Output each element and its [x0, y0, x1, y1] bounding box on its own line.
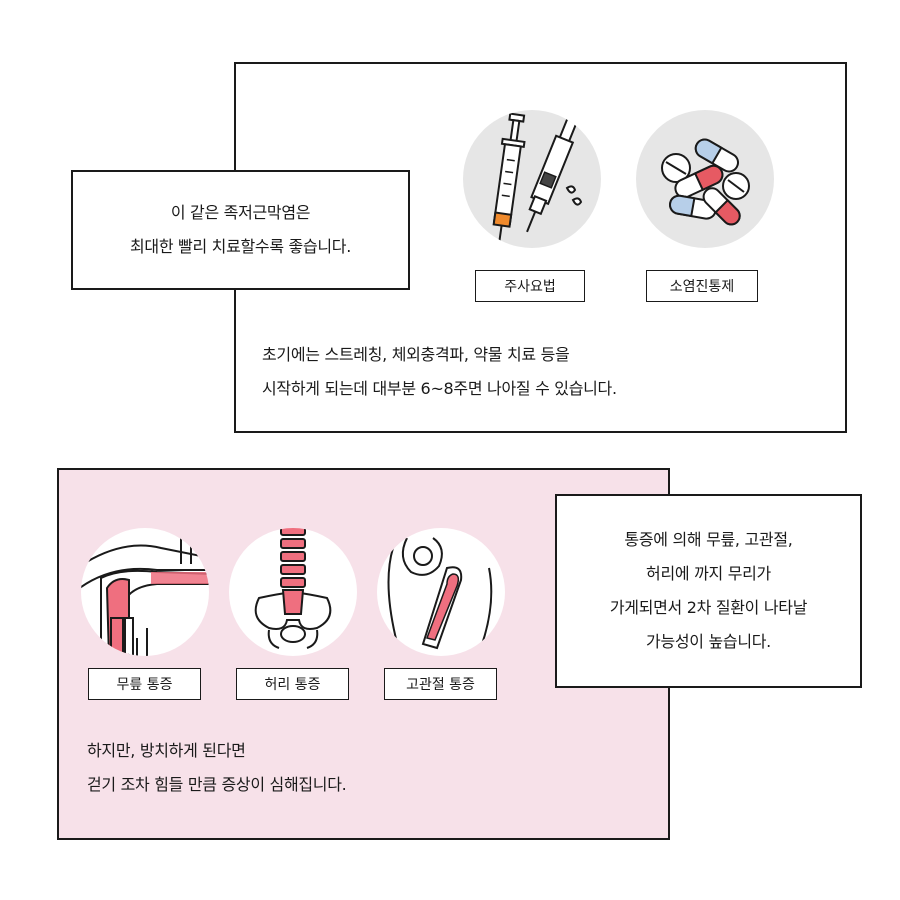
treatment-label-injection: 주사요법	[475, 270, 585, 302]
callout-line: 가능성이 높습니다.	[646, 632, 771, 651]
pills-icon	[661, 138, 750, 226]
pain-label-back: 허리 통증	[236, 668, 349, 700]
secondary-disease-callout: 통증에 의해 무릎, 고관절, 허리에 까지 무리가 가게되면서 2차 질환이 …	[555, 494, 862, 688]
pain-label-hip: 고관절 통증	[384, 668, 497, 700]
early-treatment-callout: 이 같은 족저근막염은 최대한 빨리 치료할수록 좋습니다.	[71, 170, 410, 290]
syringe-icon	[492, 110, 583, 248]
pills-illustration	[636, 110, 774, 248]
knee-icon	[81, 532, 209, 656]
pain-label-knee: 무릎 통증	[88, 668, 201, 700]
callout-line: 가게되면서 2차 질환이 나타날	[609, 598, 808, 617]
spine-illustration	[229, 528, 357, 656]
complications-description: 하지만, 방치하게 된다면 걷기 조차 힘들 만큼 증상이 심해집니다.	[87, 734, 347, 802]
knee-illustration	[81, 528, 209, 656]
description-line: 걷기 조차 힘들 만큼 증상이 심해집니다.	[87, 775, 347, 794]
callout-line: 이 같은 족저근막염은	[170, 203, 311, 222]
hip-joint-illustration	[377, 528, 505, 656]
treatment-description: 초기에는 스트레칭, 체외충격파, 약물 치료 등을 시작하게 되는데 대부분 …	[262, 338, 617, 406]
callout-line: 허리에 까지 무리가	[646, 564, 771, 583]
hip-joint-icon	[387, 537, 493, 656]
treatment-label-painkiller: 소염진통제	[646, 270, 758, 302]
syringe-illustration	[463, 110, 601, 248]
callout-line: 최대한 빨리 치료할수록 좋습니다.	[129, 237, 352, 256]
description-line: 하지만, 방치하게 된다면	[87, 741, 246, 760]
description-line: 시작하게 되는데 대부분 6~8주면 나아질 수 있습니다.	[262, 379, 617, 398]
spine-icon	[254, 528, 332, 649]
description-line: 초기에는 스트레칭, 체외충격파, 약물 치료 등을	[262, 345, 570, 364]
treatment-panel: 주사요법 소염진통제 초기에는 스트레칭, 체외충격파, 약물 치료 등을 시작…	[234, 62, 847, 433]
callout-line: 통증에 의해 무릎, 고관절,	[624, 530, 793, 549]
